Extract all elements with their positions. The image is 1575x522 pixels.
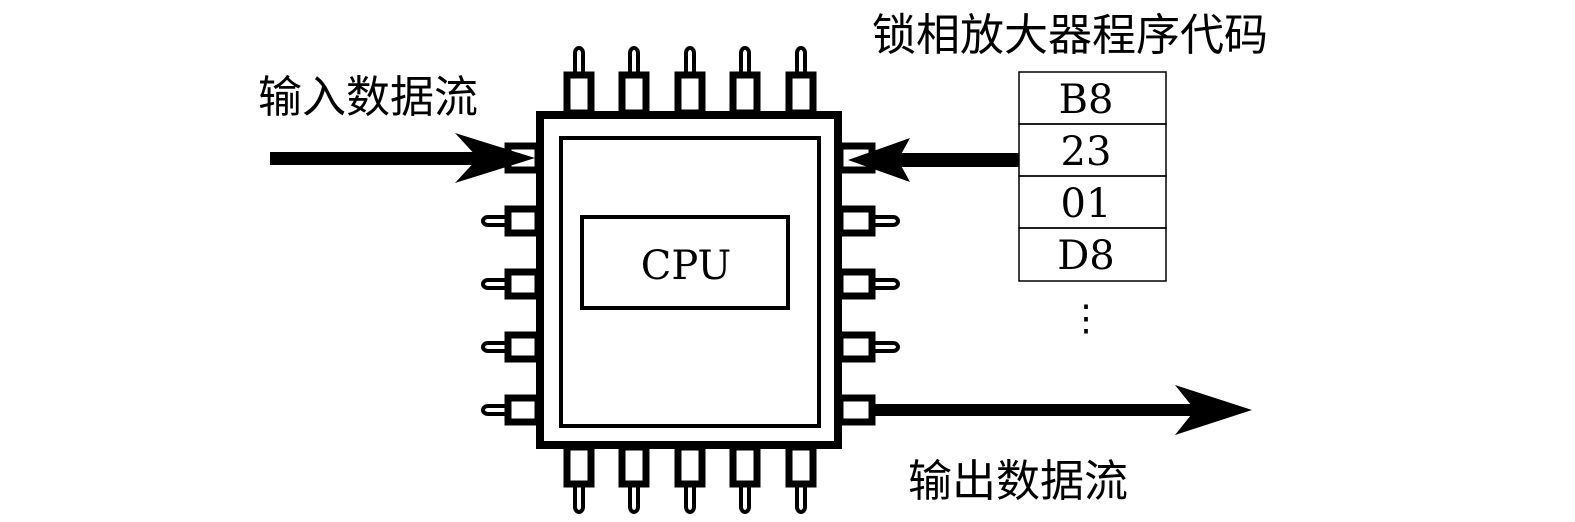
pin: [504, 268, 542, 300]
pin: [836, 268, 876, 300]
pin: [836, 394, 876, 426]
pin: [729, 443, 761, 488]
code-value: B8: [1059, 77, 1114, 123]
output-stream-label: 输出数据流: [908, 456, 1128, 507]
input-stream-label: 输入数据流: [258, 72, 478, 123]
chip-die: [559, 136, 821, 428]
cpu-label: CPU: [641, 243, 732, 289]
pin: [618, 443, 650, 488]
code-value: 01: [1061, 181, 1112, 227]
output-arrow: [875, 385, 1252, 435]
code-continuation: ⋮: [1068, 298, 1104, 339]
pin: [785, 71, 817, 117]
program-code-table: B8 23 01 D8 ⋮: [1018, 71, 1167, 339]
code-value: 23: [1061, 129, 1112, 175]
pin: [504, 205, 542, 237]
cpu-box: [580, 215, 790, 310]
code-row: [1018, 227, 1167, 282]
pin: [563, 443, 595, 488]
program-code-arrow: [848, 138, 1019, 182]
pin: [618, 71, 650, 117]
input-arrow: [270, 133, 535, 183]
chip-pins: [481, 46, 900, 514]
pin: [785, 443, 817, 488]
pin: [504, 394, 542, 426]
pin: [729, 71, 761, 117]
pin: [504, 331, 542, 363]
pin: [674, 71, 706, 117]
program-code-title: 锁相放大器程序代码: [872, 10, 1268, 61]
pin: [674, 443, 706, 488]
code-value: D8: [1057, 233, 1115, 279]
pin: [563, 71, 595, 117]
pin: [836, 205, 876, 237]
pin: [836, 331, 876, 363]
